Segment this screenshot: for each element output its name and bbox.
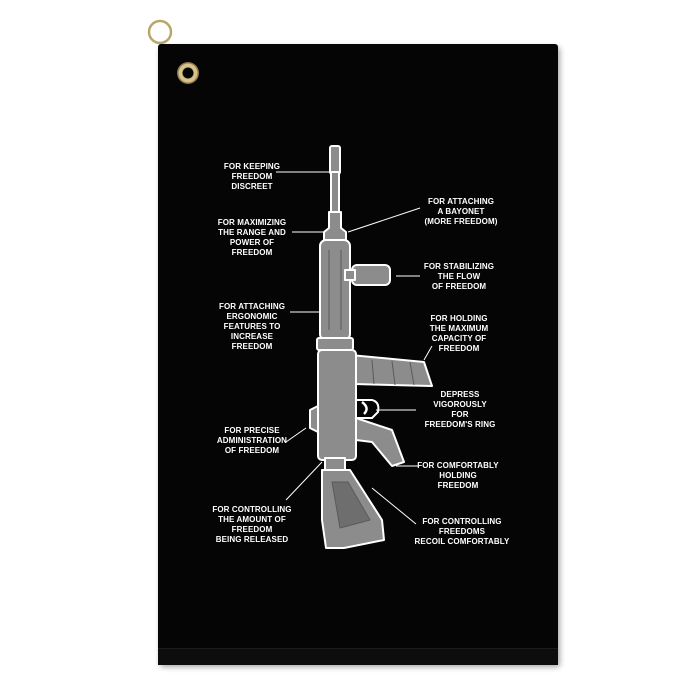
rifle-rear-sight: [309, 405, 319, 433]
callout-controlling-recoil: FOR CONTROLLING FREEDOMS RECOIL COMFORTA…: [414, 517, 510, 546]
leader-buffer: [285, 461, 323, 501]
rifle-pistol-grip: [355, 417, 405, 467]
callout-controlling-amount: FOR CONTROLLING THE AMOUNT OF FREEDOM BE…: [212, 505, 292, 544]
leader-stock: [371, 487, 417, 525]
towel-hem: [158, 648, 558, 665]
callout-keeping-freedom: FOR KEEPING FREEDOM DISCREET: [223, 162, 281, 191]
callout-ergonomic-features: FOR ATTACHING ERGONOMIC FEATURES TO INCR…: [218, 302, 286, 351]
grommet-icon: [177, 62, 199, 84]
golf-towel: [158, 44, 558, 664]
callout-holding-capacity: FOR HOLDING THE MAXIMUM CAPACITY OF FREE…: [429, 314, 489, 353]
callout-attaching-bayonet: FOR ATTACHING A BAYONET (MORE FREEDOM): [424, 197, 498, 226]
rifle-receiver: [317, 349, 357, 461]
leader-bayonet: [347, 207, 421, 233]
rifle-handguard: [319, 239, 351, 341]
leader-magazine: [423, 345, 433, 361]
rifle-foregrip: [351, 264, 391, 286]
rifle-magazine: [349, 354, 433, 387]
callout-maximizing-range: FOR MAXIMIZING THE RANGE AND POWER OF FR…: [217, 218, 287, 257]
rifle-front-sight: [323, 211, 347, 241]
callout-stabilizing-flow: FOR STABILIZING THE FLOW OF FREEDOM: [423, 262, 495, 291]
rifle-flash-hider: [329, 145, 341, 175]
callout-comfortably-holding: FOR COMFORTABLY HOLDING FREEDOM: [417, 461, 499, 490]
callout-depress-vigorously: DEPRESS VIGOROUSLY FOR FREEDOM'S RING: [424, 390, 496, 429]
rifle-trigger-guard: [356, 399, 380, 419]
leader-rear-sight: [285, 427, 307, 443]
callout-precise-administration: FOR PRECISE ADMINISTRATION OF FREEDOM: [216, 426, 288, 455]
rifle-trigger: [361, 401, 368, 415]
